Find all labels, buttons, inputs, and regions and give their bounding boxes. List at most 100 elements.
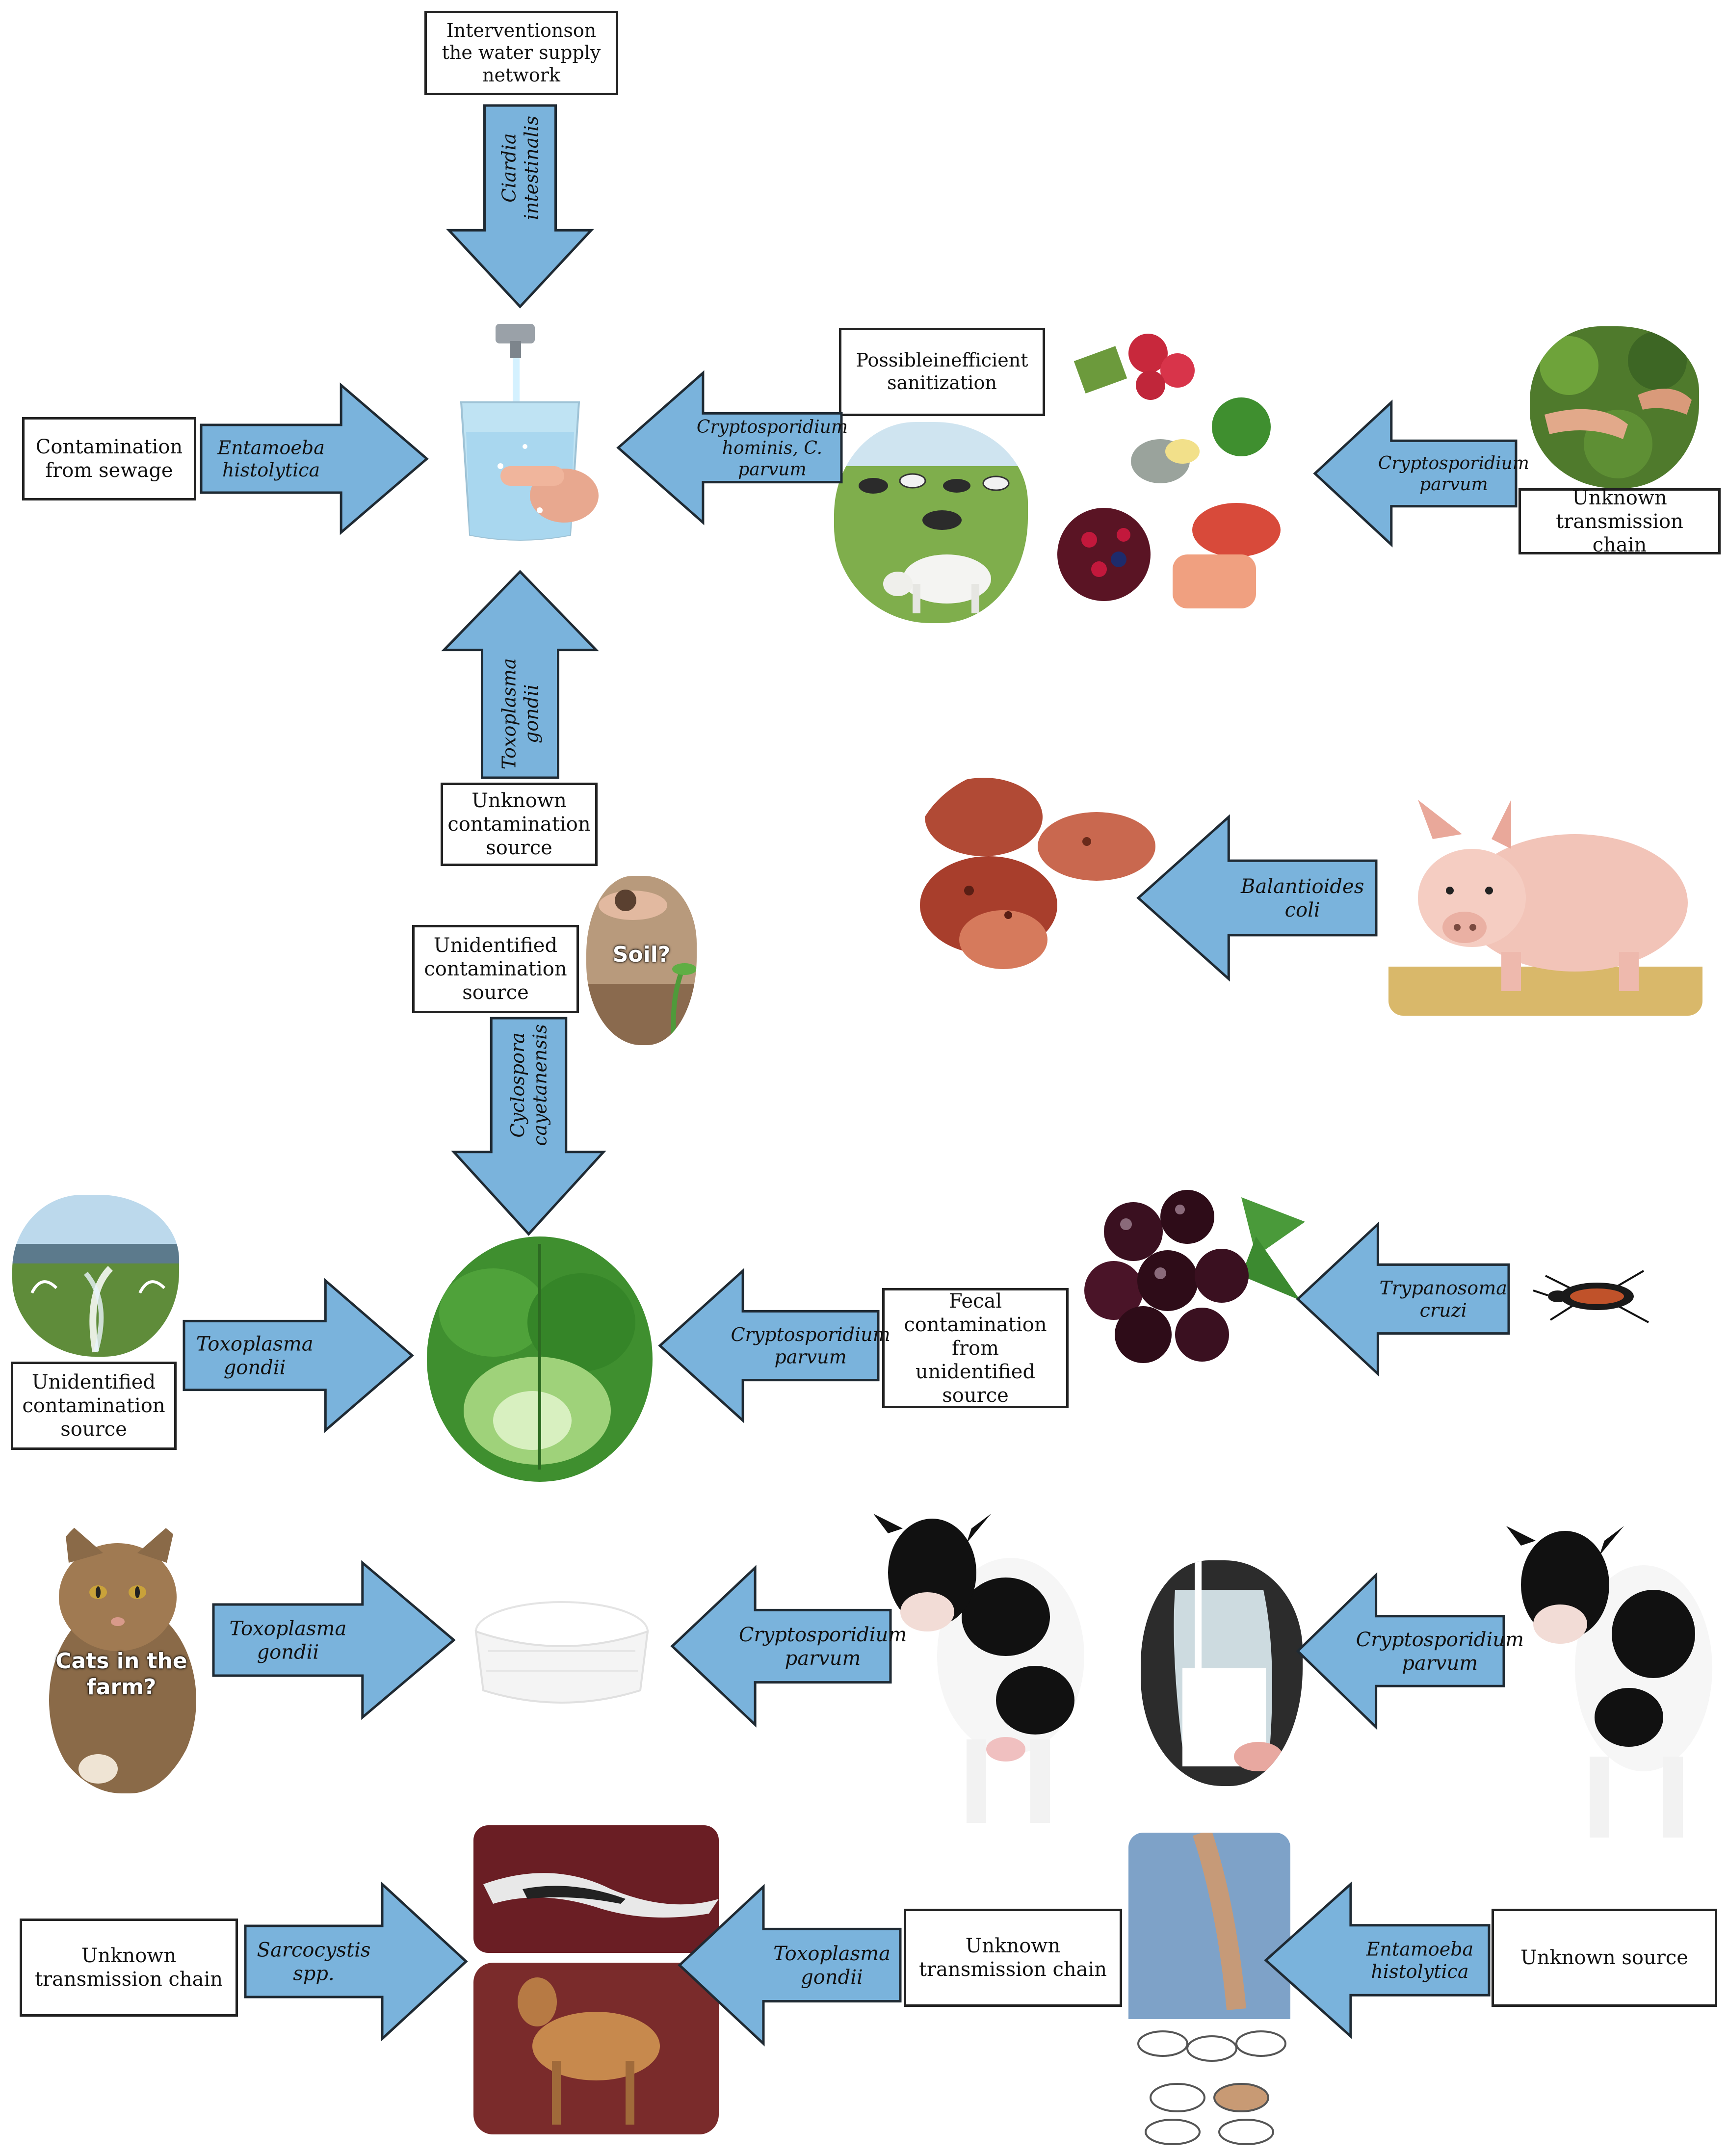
water-glass-icon (442, 319, 599, 550)
box-label: Unknown contamination source (447, 789, 591, 859)
juice-cups-icon (1128, 1833, 1290, 2149)
milk-bottle-icon (1141, 1560, 1303, 1786)
arrow-label-line: Cryptosporidium (1356, 1629, 1524, 1651)
arrow-label-line: parvum (738, 459, 806, 479)
arrow-shape (1264, 1881, 1491, 2039)
arrow-shape (244, 1881, 468, 2042)
fresh-produce-icon (1050, 324, 1295, 623)
box-unknown-source: Unknown source (1492, 1909, 1717, 2007)
arrow-label-line: Cryptosporidium (731, 1324, 890, 1345)
arrow-label-line: cayetanensis (529, 1024, 551, 1146)
arrow-toxo-water: Toxoplasmagondii (441, 570, 599, 779)
arrow-label-line: cruzi (1420, 1300, 1467, 1321)
box-unidentified-soil-source: Unidentified contamination source (412, 925, 579, 1013)
box-label: Interventionson the water supply network (442, 19, 601, 86)
cat-icon: Cats in the farm? (34, 1514, 209, 1793)
arrow-shape (1313, 399, 1518, 548)
arrow-label-line: spp. (293, 1963, 334, 1985)
arrow-shape (212, 1560, 456, 1720)
arrow-label-line: histolytica (1371, 1961, 1468, 1982)
arrow-shape (441, 570, 599, 779)
arrow-label-line: parvum (774, 1346, 846, 1368)
box-unknown-chain-top: Unknown transmission chain (1519, 486, 1721, 556)
box-label: Unidentified contamination source (22, 1371, 165, 1441)
box-label: Fecal contamination from unidentified so… (904, 1289, 1047, 1407)
arrow-label-line: gondii (521, 684, 542, 743)
box-label: Unidentified contamination source (424, 934, 567, 1004)
box-label: Contamination from sewage (35, 436, 183, 482)
box-unknown-chain-bottom-left: Unknown transmission chain (20, 1919, 238, 2017)
arrow-label-line: Entamoeba (1366, 1939, 1474, 1960)
box-label: Unknown transmission chain (34, 1945, 223, 1991)
arrow-shape (1296, 1221, 1510, 1377)
arrow-label: Toxoplasmagondii (498, 658, 543, 769)
cats-caption: Cats in the farm? (55, 1649, 187, 1700)
arrow-shape (451, 1017, 606, 1236)
arrow-shape (616, 370, 843, 526)
arrow-label-line: Sarcocystis (257, 1939, 371, 1962)
arrow-shape (1136, 814, 1378, 982)
arrow-label-line: Balantioides (1240, 875, 1364, 898)
arrow-label-line: Toxoplasma (196, 1333, 314, 1356)
arrow-label: Ciardiaintestinalis (498, 116, 543, 220)
cattle-pasture-icon (834, 422, 1028, 623)
arrow-label: Cyclosporacayetanensis (507, 1024, 551, 1146)
arrow-label-line: Toxoplasma (229, 1618, 346, 1640)
arrow-label-line: Trypanosoma (1380, 1277, 1507, 1299)
arrow-shape (678, 1884, 902, 2047)
arrow-cyclospora: Cyclosporacayetanensis (451, 1017, 606, 1236)
arrow-label-line: gondii (801, 1966, 863, 1989)
harvest-hands-icon (1530, 326, 1699, 488)
arrow-label-line: gondii (257, 1641, 319, 1664)
arrow-label-line: Ciardia (498, 133, 520, 203)
arrow-label-line: Entamoeba (217, 437, 325, 459)
arrow-shape (670, 1565, 892, 1728)
arrow-label-line: Toxoplasma (773, 1943, 890, 1965)
arrow-label-line: Cryptosporidium (697, 417, 848, 437)
box-fecal-contamination: Fecal contamination from unidentified so… (882, 1288, 1069, 1408)
box-label: Unknown transmission chain (1556, 486, 1683, 556)
dried-meat-icon (910, 768, 1163, 984)
holstein-cow-icon (1506, 1501, 1717, 1840)
arrow-label-line: Toxoplasma (498, 658, 520, 769)
soil-caption: Soil? (612, 942, 671, 967)
arrow-label-line: parvum (1419, 474, 1488, 495)
arrow-label-line: intestinalis (521, 116, 542, 220)
box-label: Unknown transmission chain (918, 1935, 1107, 1981)
arrow-label-line: Cryptosporidium (739, 1624, 907, 1646)
box-possible-sanitization: Possibleinefficient sanitization (839, 328, 1045, 416)
arrow-label-line: histolytica (222, 459, 320, 481)
pig-icon (1388, 780, 1702, 1016)
triatomine-bug-icon (1531, 1261, 1663, 1330)
holstein-cow-icon (873, 1494, 1087, 1828)
arrow-shape (658, 1268, 880, 1423)
box-water-interventions: Interventionson the water supply network (424, 11, 618, 95)
arrow-label-line: gondii (224, 1357, 286, 1379)
box-unknown-chain-bottom-middle: Unknown transmission chain (904, 1909, 1122, 2007)
arrow-shape (183, 1278, 414, 1433)
ricotta-cheese-icon (459, 1592, 665, 1710)
box-label: Possibleinefficient sanitization (856, 349, 1028, 394)
arrow-shape (1296, 1572, 1505, 1730)
